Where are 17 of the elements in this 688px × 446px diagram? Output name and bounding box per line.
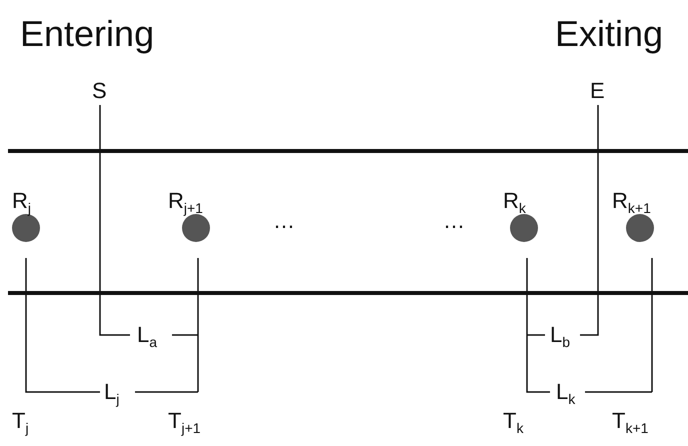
heading: Exiting xyxy=(555,16,664,52)
receiver-dot xyxy=(182,214,210,242)
point-label: S xyxy=(92,80,107,102)
time-label: T$_{k+1}$ xyxy=(612,410,648,432)
length-label: L$_{b}$ xyxy=(550,324,570,346)
time-label: T$_{k}$ xyxy=(503,410,524,432)
receiver-label: R$_{k+1}$ xyxy=(612,190,651,212)
length-label: L$_{k}$ xyxy=(556,381,576,403)
receiver-dot xyxy=(510,214,538,242)
point-label: E xyxy=(590,80,605,102)
ellipsis: … xyxy=(273,210,295,232)
length-label: L$_{a}$ xyxy=(137,324,158,346)
receiver-label: R$_{k}$ xyxy=(503,190,526,212)
heading: Entering xyxy=(20,16,154,52)
receiver-dot xyxy=(626,214,654,242)
receiver-dot xyxy=(12,214,40,242)
ellipsis: … xyxy=(443,210,465,232)
